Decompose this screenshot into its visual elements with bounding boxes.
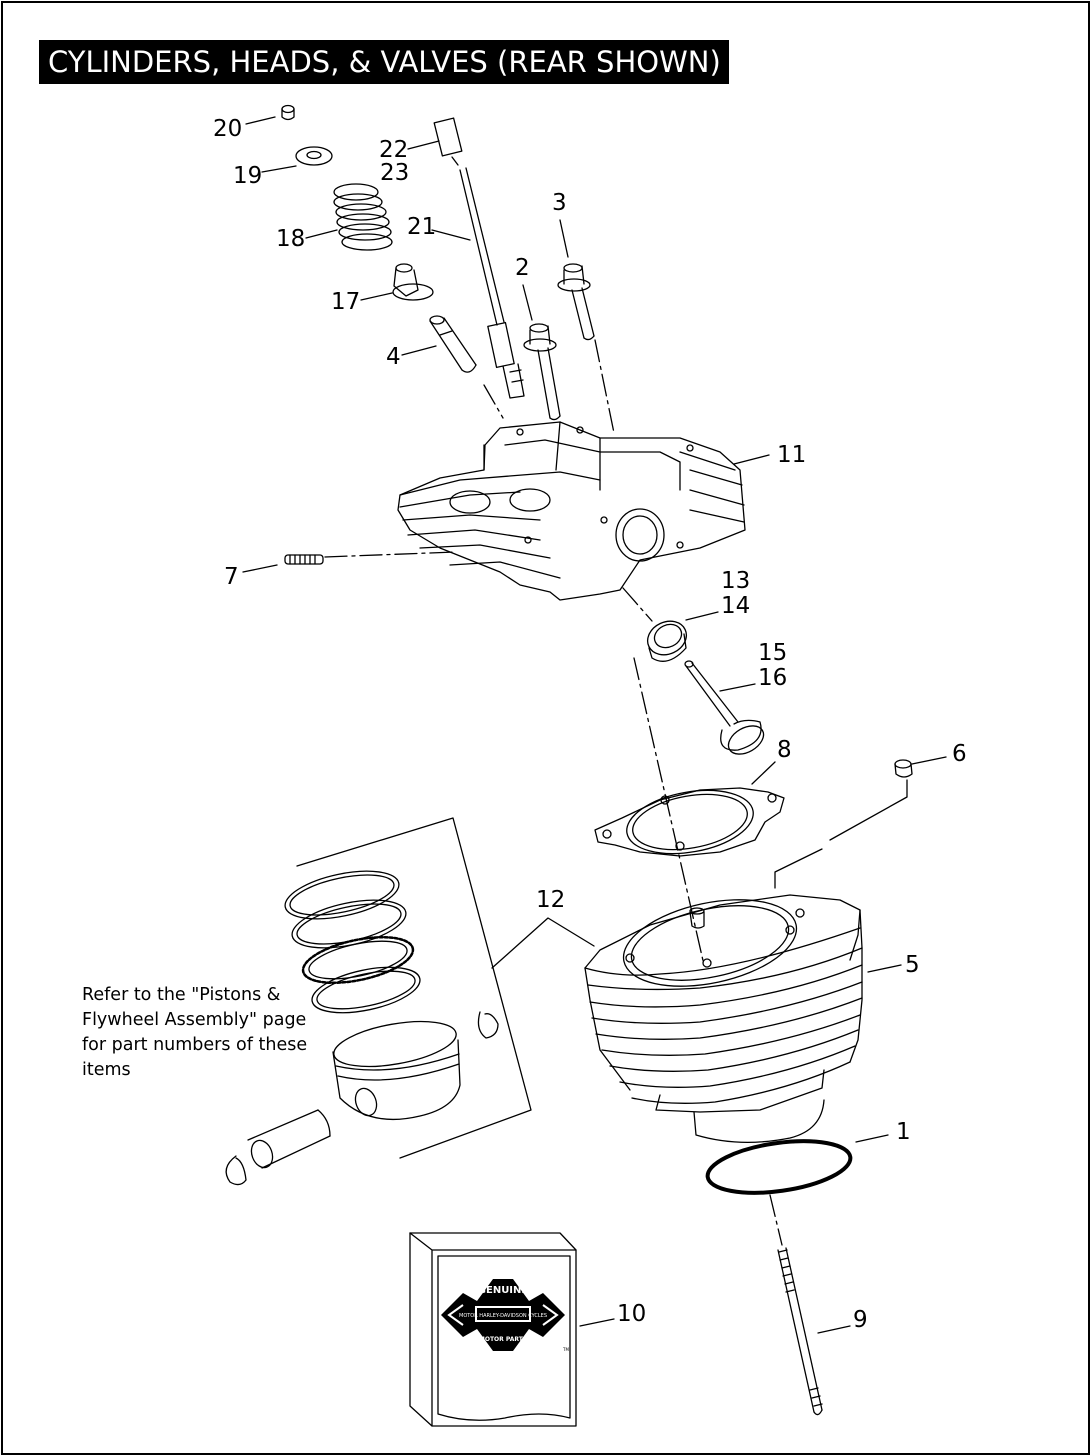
part-15-valve <box>684 660 765 755</box>
callout-20: 20 <box>213 116 243 142</box>
callout-13: 13 <box>721 568 751 594</box>
part-21-pushrod <box>433 117 525 399</box>
harley-davidson-logo: GENUINE MOTOR HARLEY-DAVIDSON CYCLES MOT… <box>441 1279 569 1352</box>
callout-10: 10 <box>617 1301 647 1327</box>
part-17-seal <box>392 263 434 301</box>
callout-21: 21 <box>407 214 437 240</box>
callout-18: 18 <box>276 226 306 252</box>
callout-23: 23 <box>380 160 410 186</box>
part-7-dowel <box>284 554 324 565</box>
callout-22: 22 <box>379 137 409 163</box>
callout-3: 3 <box>552 190 567 216</box>
part-5-cylinder <box>584 894 863 1143</box>
part-18-spring <box>333 183 393 251</box>
part-8-gasket <box>594 787 785 857</box>
callout-16: 16 <box>758 665 788 691</box>
callout-19: 19 <box>233 163 263 189</box>
part-12-piston-group <box>225 817 532 1186</box>
svg-text:GENUINE: GENUINE <box>478 1285 529 1296</box>
svg-text:MOTOR PARTS: MOTOR PARTS <box>479 1336 527 1343</box>
callout-1: 1 <box>896 1119 911 1145</box>
part-11-cylinder-head <box>397 421 746 601</box>
center-lines <box>324 339 783 1246</box>
callout-5: 5 <box>905 952 920 978</box>
part-2-bolt <box>523 323 561 421</box>
callout-4: 4 <box>386 344 401 370</box>
callout-12: 12 <box>536 887 566 913</box>
part-13-valve-seat <box>647 620 687 662</box>
diagram-title: CYLINDERS, HEADS, & VALVES (REAR SHOWN) <box>39 40 729 84</box>
callout-15: 15 <box>758 640 788 666</box>
leader-lines <box>242 116 947 1334</box>
part-10-gasket-kit <box>409 1232 577 1427</box>
part-19-collar <box>295 146 333 166</box>
part-20-keeper <box>281 104 295 121</box>
callout-2: 2 <box>515 255 530 281</box>
svg-text:MOTOR HARLEY-DAVIDSON CYCLES: MOTOR HARLEY-DAVIDSON CYCLES <box>459 1313 547 1319</box>
callout-8: 8 <box>777 737 792 763</box>
callout-17: 17 <box>331 289 361 315</box>
part-6-dowel <box>894 759 913 778</box>
reference-note: Refer to the "Pistons & Flywheel Assembl… <box>82 985 308 1080</box>
part-4-guide <box>429 315 477 373</box>
callout-14: 14 <box>721 593 751 619</box>
part-1-o-ring <box>705 1139 853 1195</box>
part-9-stud <box>777 1247 823 1416</box>
callout-7: 7 <box>224 564 239 590</box>
part-3-bolt <box>557 263 595 341</box>
callout-11: 11 <box>777 442 807 468</box>
callout-6: 6 <box>952 741 967 767</box>
svg-text:TM: TM <box>562 1347 569 1352</box>
callout-9: 9 <box>853 1307 868 1333</box>
